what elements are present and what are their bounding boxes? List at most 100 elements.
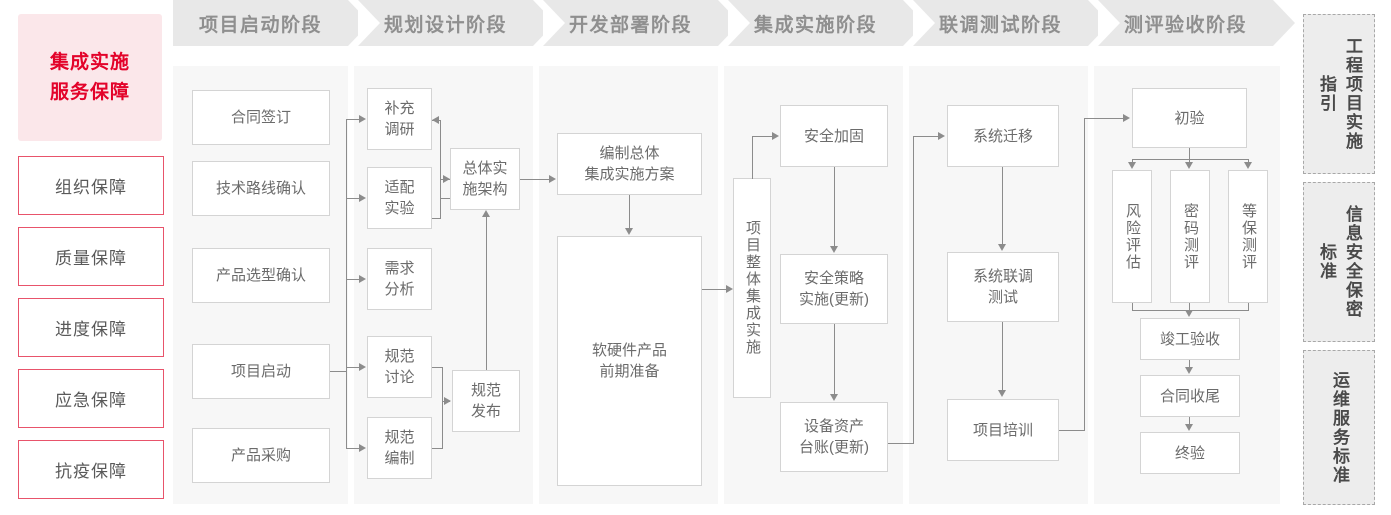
arrowhead-branch-1: [359, 115, 366, 123]
node-overall-project-integration[interactable]: 项目整体集成实施: [733, 178, 771, 398]
node-label: 项目启动: [230, 363, 291, 380]
assurance-item-emergency[interactable]: 应急保障: [18, 369, 164, 428]
standard-operation-maintenance-service[interactable]: 运维服务标准: [1303, 350, 1375, 505]
connector-ledger-right: [888, 443, 914, 444]
connector-eval-bus: [1132, 159, 1248, 160]
phase-header-label: 项目启动阶段: [198, 14, 322, 36]
connector-discussion-to-bus: [432, 367, 443, 368]
phase-header-3[interactable]: 开发部署阶段: [543, 0, 740, 46]
node-overall-implementation-architecture[interactable]: 总体实施架构: [450, 148, 520, 210]
standard-label: 运维服务标准: [1330, 370, 1349, 485]
node-risk-assessment[interactable]: 风险评估: [1112, 170, 1152, 303]
phase-header-1[interactable]: 项目启动阶段: [173, 0, 370, 46]
connector-integration-up: [752, 136, 753, 179]
connector-branch-5: [346, 448, 360, 449]
arrowhead-to-prep: [625, 228, 633, 235]
arrowhead-to-hardening: [772, 132, 779, 140]
arrowhead-to-closeout: [1185, 367, 1193, 374]
connector-migration-to-joint-test: [1002, 167, 1003, 245]
node-label: 技术路线确认: [215, 180, 306, 197]
arrowhead-to-ledger: [830, 394, 838, 401]
arrowhead-to-policy: [830, 246, 838, 253]
node-standard-release[interactable]: 规范发布: [452, 370, 520, 432]
node-equipment-asset-ledger[interactable]: 设备资产台账(更新): [780, 402, 888, 472]
arrowhead-to-completion: [1185, 310, 1193, 317]
node-label: 产品采购: [230, 447, 291, 464]
node-label: 产品选型确认: [215, 267, 306, 284]
node-system-joint-debug-test[interactable]: 系统联调测试: [947, 252, 1059, 322]
connector-merge-bus: [440, 120, 441, 218]
node-system-migration[interactable]: 系统迁移: [947, 105, 1059, 167]
node-hw-sw-preparation[interactable]: 软硬件产品前期准备: [557, 236, 702, 486]
node-label: 竣工验收: [1159, 330, 1220, 348]
connector-policy-to-ledger: [834, 324, 835, 395]
node-supplementary-research[interactable]: 补充调研: [367, 88, 432, 150]
assurance-item-schedule[interactable]: 进度保障: [18, 298, 164, 357]
phase-header-2[interactable]: 规划设计阶段: [358, 0, 555, 46]
assurance-item-epidemic[interactable]: 抗疫保障: [18, 440, 164, 499]
arrowhead-to-risk: [1128, 162, 1136, 169]
node-overall-integration-plan[interactable]: 编制总体集成实施方案: [557, 133, 702, 195]
node-contract-closeout[interactable]: 合同收尾: [1140, 375, 1240, 417]
node-label: 规范讨论: [384, 348, 415, 386]
node-label: 总体实施架构: [462, 160, 508, 198]
assurance-item-quality[interactable]: 质量保障: [18, 227, 164, 286]
connector-to-migration: [913, 136, 939, 137]
arrowhead-to-release: [444, 397, 451, 405]
connector-to-preliminary: [1084, 118, 1124, 119]
node-preliminary-acceptance[interactable]: 初验: [1132, 88, 1247, 148]
connector-preliminary-down: [1189, 148, 1190, 160]
phase-header-6[interactable]: 测评验收阶段: [1098, 0, 1295, 46]
node-mlps-evaluation[interactable]: 等保测评: [1228, 170, 1268, 303]
connector-eval-drop-1: [1132, 159, 1133, 164]
connector-branch-2: [346, 198, 360, 199]
phase-header-label: 联调测试阶段: [938, 14, 1062, 36]
node-label: 风险评估: [1124, 202, 1141, 271]
node-standard-drafting[interactable]: 规范编制: [367, 417, 432, 479]
node-completion-acceptance[interactable]: 竣工验收: [1140, 318, 1240, 360]
connector-branch-1: [346, 119, 360, 120]
node-label: 合同签订: [230, 109, 291, 126]
node-tech-route-confirm[interactable]: 技术路线确认: [192, 161, 330, 216]
node-product-selection-confirm[interactable]: 产品选型确认: [192, 248, 330, 303]
node-requirement-analysis[interactable]: 需求分析: [367, 248, 432, 310]
node-contract-signing[interactable]: 合同签订: [192, 90, 330, 145]
arrowhead-to-joint-test: [998, 244, 1006, 251]
node-standard-discussion[interactable]: 规范讨论: [367, 336, 432, 398]
standard-engineering-project-guideline[interactable]: 工程项目实施指引: [1303, 14, 1375, 174]
connector-crypto-down: [1189, 303, 1190, 311]
assurance-item-label: 组织保障: [55, 178, 127, 197]
node-project-kickoff[interactable]: 项目启动: [192, 344, 330, 399]
arrowhead-to-training: [998, 390, 1006, 397]
node-label: 系统联调测试: [972, 268, 1033, 306]
connector-drafting-to-bus: [432, 448, 443, 449]
node-security-policy-implementation[interactable]: 安全策略实施(更新): [780, 254, 888, 324]
arrowhead-branch-3: [359, 275, 366, 283]
assurance-item-label: 应急保障: [55, 391, 127, 410]
connector-architecture-to-plan: [520, 179, 550, 180]
assurance-item-organization[interactable]: 组织保障: [18, 156, 164, 215]
standard-information-security-confidentiality[interactable]: 信息安全保密标准: [1303, 182, 1375, 342]
node-label: 安全策略实施(更新): [799, 270, 869, 308]
connector-merge-to-architecture: [440, 198, 450, 199]
phase-header-4[interactable]: 集成实施阶段: [728, 0, 925, 46]
connector-prep-to-integration: [702, 289, 728, 290]
assurance-item-label: 抗疫保障: [55, 462, 127, 481]
assurance-item-label: 进度保障: [55, 320, 127, 339]
connector-branch-4: [346, 367, 360, 368]
phase-header-label: 测评验收阶段: [1123, 14, 1247, 36]
node-adaptation-experiment[interactable]: 适配实验: [367, 167, 432, 229]
connector-bus-to-architecture: [441, 179, 450, 180]
node-security-hardening[interactable]: 安全加固: [780, 105, 888, 167]
node-project-training[interactable]: 项目培训: [947, 399, 1059, 461]
connector-phase2-trunk: [346, 119, 347, 449]
phase-header-label: 集成实施阶段: [753, 14, 877, 36]
node-label: 设备资产台账(更新): [799, 418, 869, 456]
node-cryptography-evaluation[interactable]: 密码测评: [1170, 170, 1210, 303]
diagram-title: 集成实施服务保障: [49, 51, 130, 103]
node-product-procurement[interactable]: 产品采购: [192, 428, 330, 483]
phase-header-5[interactable]: 联调测试阶段: [913, 0, 1110, 46]
node-label: 需求分析: [384, 260, 415, 298]
node-final-acceptance[interactable]: 终验: [1140, 432, 1240, 474]
